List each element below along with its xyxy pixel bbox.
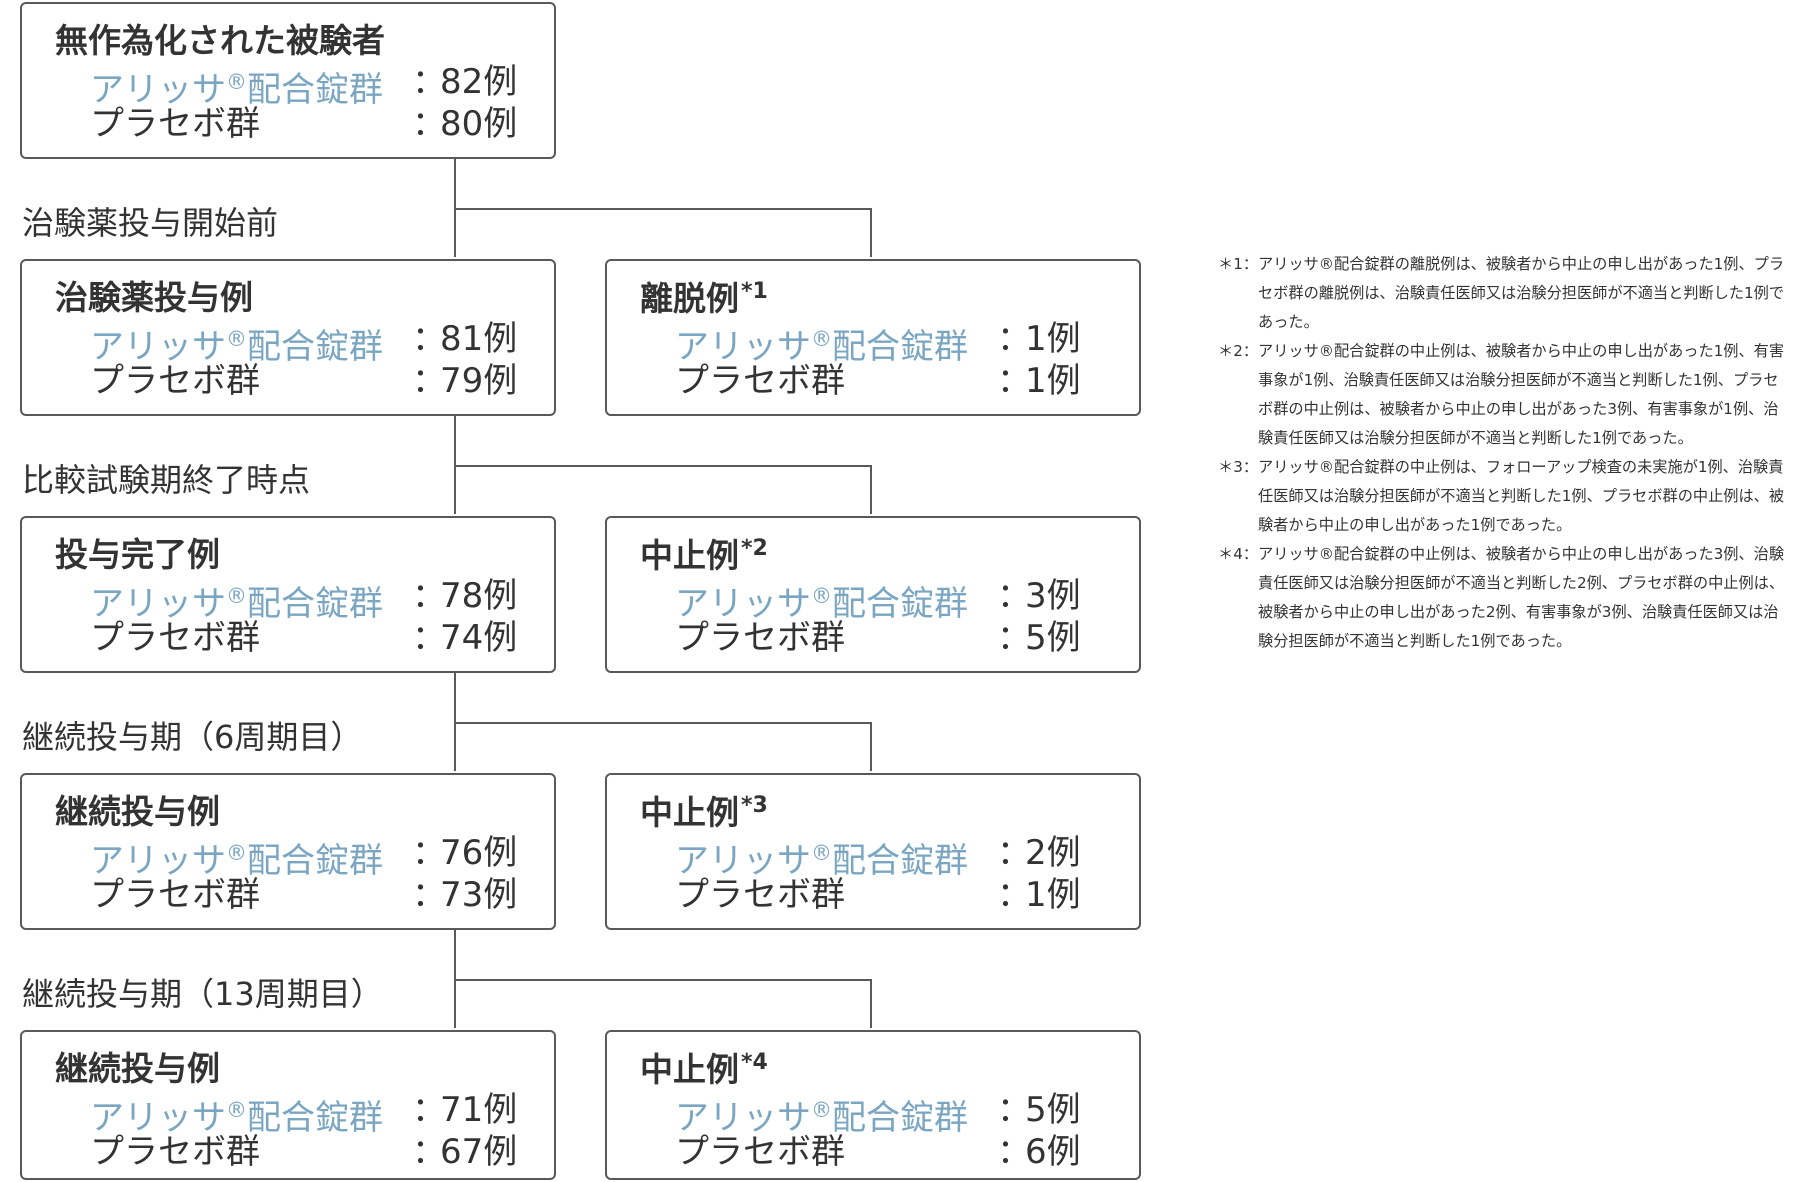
main-box: 継続投与例 アリッサ®配合錠群 ： 76例 プラセボ群 ： 73例: [20, 773, 556, 930]
row-colon: ：: [412, 104, 446, 144]
randomized-title: 無作為化された被験者: [55, 21, 385, 60]
row-value: 3例: [1025, 576, 1081, 616]
footnote-text: アリッサ®配合錠群の中止例は、フォローアップ検査の未実施が1例、治験責任医師又は…: [1258, 458, 1785, 534]
side-box: 離脱例*1 アリッサ®配合錠群 ： 1例 プラセボ群 ： 1例: [605, 259, 1141, 416]
footnote: ＊4：アリッサ®配合錠群の中止例は、被験者から中止の申し出があった3例、治験責任…: [1218, 540, 1792, 656]
row-label: プラセボ群: [675, 361, 845, 401]
row-label: アリッサ®配合錠群: [90, 584, 383, 624]
row-label: アリッサ®配合錠群: [675, 584, 968, 624]
main-box-title: 治験薬投与例: [55, 278, 253, 317]
footnote: ＊2：アリッサ®配合錠群の中止例は、被験者から中止の申し出があった1例、有害事象…: [1218, 337, 1792, 453]
footnote-text: アリッサ®配合錠群の離脱例は、被験者から中止の申し出があった1例、プラセボ群の離…: [1258, 255, 1785, 331]
row-label: アリッサ®配合錠群: [90, 70, 383, 110]
row-value: 79例: [440, 361, 518, 401]
row-label: プラセボ群: [90, 361, 260, 401]
row-value: 82例: [440, 62, 518, 102]
randomized-box: 無作為化された被験者 アリッサ®配合錠群 ： 82例 プラセボ群 ： 80例: [20, 2, 556, 159]
row-value: 81例: [440, 319, 518, 359]
footnote-marker: ＊2：: [1218, 342, 1259, 360]
row-label: プラセボ群: [675, 1132, 845, 1172]
row-colon: ：: [997, 618, 1031, 658]
side-box-title: 中止例*4: [640, 1050, 768, 1089]
row-label: アリッサ®配合錠群: [675, 327, 968, 367]
main-box-title: 投与完了例: [55, 535, 220, 574]
row-colon: ：: [997, 576, 1031, 616]
footnote-ref: *3: [741, 793, 768, 818]
connector-stage2-to-stage3: [454, 673, 872, 771]
row-label: アリッサ®配合錠群: [675, 841, 968, 881]
footnote-ref: *2: [741, 536, 768, 561]
row-label: プラセボ群: [90, 618, 260, 658]
side-box: 中止例*4 アリッサ®配合錠群 ： 5例 プラセボ群 ： 6例: [605, 1030, 1141, 1180]
row-colon: ：: [412, 319, 446, 359]
row-value: 1例: [1025, 319, 1081, 359]
row-colon: ：: [997, 1132, 1031, 1172]
row-colon: ：: [997, 875, 1031, 915]
row-value: 73例: [440, 875, 518, 915]
row-value: 71例: [440, 1090, 518, 1130]
footnotes: ＊1：アリッサ®配合錠群の離脱例は、被験者から中止の申し出があった1例、プラセボ…: [1218, 250, 1792, 656]
row-value: 74例: [440, 618, 518, 658]
side-box-title: 中止例*3: [640, 793, 768, 832]
footnote: ＊3：アリッサ®配合錠群の中止例は、フォローアップ検査の未実施が1例、治験責任医…: [1218, 453, 1792, 540]
row-colon: ：: [412, 576, 446, 616]
row-value: 80例: [440, 104, 518, 144]
main-box: 投与完了例 アリッサ®配合錠群 ： 78例 プラセボ群 ： 74例: [20, 516, 556, 673]
row-value: 76例: [440, 833, 518, 873]
footnote: ＊1：アリッサ®配合錠群の離脱例は、被験者から中止の申し出があった1例、プラセボ…: [1218, 250, 1792, 337]
connector-stage3-to-stage4: [454, 930, 872, 1028]
row-colon: ：: [412, 62, 446, 102]
row-colon: ：: [412, 1132, 446, 1172]
side-box: 中止例*3 アリッサ®配合錠群 ： 2例 プラセボ群 ： 1例: [605, 773, 1141, 930]
row-value: 2例: [1025, 833, 1081, 873]
side-box-title: 中止例*2: [640, 536, 768, 575]
row-colon: ：: [412, 1090, 446, 1130]
row-colon: ：: [412, 833, 446, 873]
row-value: 5例: [1025, 618, 1081, 658]
main-box: 治験薬投与例 アリッサ®配合錠群 ： 81例 プラセボ群 ： 79例: [20, 259, 556, 416]
phase-label: 継続投与期（13周期目）: [22, 975, 383, 1013]
footnote-marker: ＊3：: [1218, 458, 1259, 476]
connector-stage1-to-stage2: [454, 416, 872, 514]
main-box-title: 継続投与例: [55, 792, 220, 831]
row-colon: ：: [412, 875, 446, 915]
row-label: プラセボ群: [90, 1132, 260, 1172]
phase-label: 継続投与期（6周期目）: [22, 718, 363, 756]
row-label: プラセボ群: [675, 618, 845, 658]
row-colon: ：: [997, 361, 1031, 401]
row-label: プラセボ群: [675, 875, 845, 915]
row-colon: ：: [997, 319, 1031, 359]
footnote-ref: *1: [741, 279, 768, 304]
row-colon: ：: [997, 833, 1031, 873]
row-value: 1例: [1025, 875, 1081, 915]
footnote-text: アリッサ®配合錠群の中止例は、被験者から中止の申し出があった1例、有害事象が1例…: [1258, 342, 1785, 447]
row-value: 6例: [1025, 1132, 1081, 1172]
row-colon: ：: [412, 618, 446, 658]
row-label: アリッサ®配合錠群: [675, 1098, 968, 1138]
row-value: 67例: [440, 1132, 518, 1172]
row-value: 5例: [1025, 1090, 1081, 1130]
phase-label: 治験薬投与開始前: [22, 204, 279, 242]
row-label: プラセボ群: [90, 104, 260, 144]
row-label: アリッサ®配合錠群: [90, 1098, 383, 1138]
row-value: 78例: [440, 576, 518, 616]
main-box: 継続投与例 アリッサ®配合錠群 ： 71例 プラセボ群 ： 67例: [20, 1030, 556, 1180]
row-label: アリッサ®配合錠群: [90, 841, 383, 881]
side-box: 中止例*2 アリッサ®配合錠群 ： 3例 プラセボ群 ： 5例: [605, 516, 1141, 673]
footnote-text: アリッサ®配合錠群の中止例は、被験者から中止の申し出があった3例、治験責任医師又…: [1258, 545, 1785, 650]
side-box-title: 離脱例*1: [640, 279, 768, 318]
row-label: アリッサ®配合錠群: [90, 327, 383, 367]
phase-label: 比較試験期終了時点: [22, 461, 311, 499]
row-label: プラセボ群: [90, 875, 260, 915]
footnote-marker: ＊1：: [1218, 255, 1259, 273]
connector-randomized-to-stage1: [454, 159, 872, 257]
footnote-ref: *4: [741, 1050, 768, 1075]
main-box-title: 継続投与例: [55, 1049, 220, 1088]
row-value: 1例: [1025, 361, 1081, 401]
row-colon: ：: [412, 361, 446, 401]
row-colon: ：: [997, 1090, 1031, 1130]
footnote-marker: ＊4：: [1218, 545, 1259, 563]
